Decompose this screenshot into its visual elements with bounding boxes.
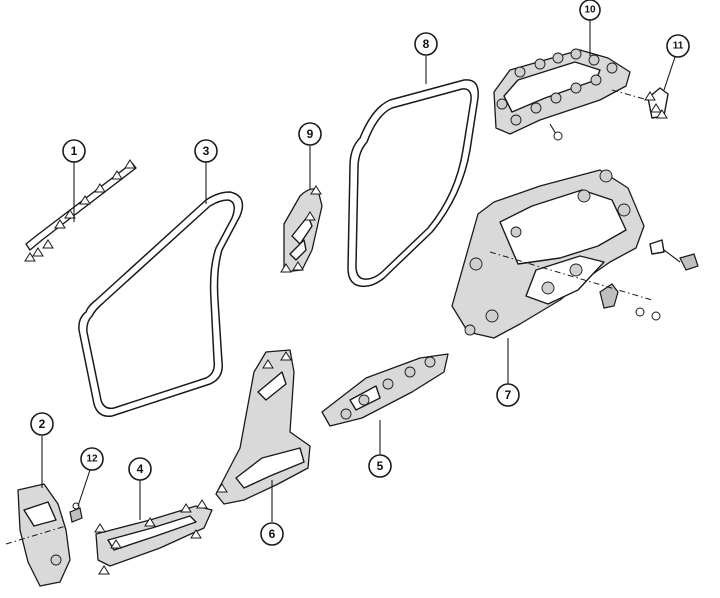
callout-10-label: 10: [584, 5, 596, 16]
callout-6-label: 6: [269, 527, 276, 541]
part-9-pillar-garnish: [280, 185, 323, 273]
part-2-kick-panel: [5, 483, 71, 587]
callout-3: 3: [194, 139, 218, 163]
part-3-front-door-weatherstrip: [78, 191, 244, 417]
part-7-rear-quarter-trim: [451, 169, 699, 339]
callout-10: 10: [579, 0, 601, 21]
part-5-center-lower-trim: [321, 353, 449, 427]
callout-1: 1: [62, 139, 86, 163]
callout-9-label: 9: [307, 127, 314, 141]
callout-3-label: 3: [203, 144, 210, 158]
part-4-front-sill-trim: [94, 499, 213, 575]
part-10-rear-upper-bracket: [493, 48, 631, 141]
callout-11: 11: [666, 34, 690, 58]
callout-2: 2: [30, 412, 54, 436]
callout-6: 6: [260, 522, 284, 546]
callout-9: 9: [298, 122, 322, 146]
callout-11-label: 11: [673, 41, 684, 52]
part-6-center-pillar-trim: [215, 349, 311, 505]
callout-8-label: 8: [423, 37, 430, 51]
part-12-clip-fastener: [69, 502, 83, 523]
part-8-rear-door-weatherstrip: [347, 79, 479, 288]
callout-5: 5: [368, 454, 392, 478]
callout-12-label: 12: [86, 454, 98, 465]
callout-4-label: 4: [137, 462, 144, 476]
callout-5-label: 5: [377, 459, 384, 473]
callout-2-label: 2: [39, 417, 46, 431]
callout-4: 4: [128, 457, 152, 481]
callout-12: 12: [80, 447, 104, 471]
callout-7: 7: [496, 383, 520, 407]
callout-8: 8: [414, 32, 438, 56]
callout-7-label: 7: [505, 388, 512, 402]
callout-1-label: 1: [71, 144, 78, 158]
part-11-clip: [644, 87, 669, 119]
part-1-front-pillar-strip: [24, 159, 137, 262]
